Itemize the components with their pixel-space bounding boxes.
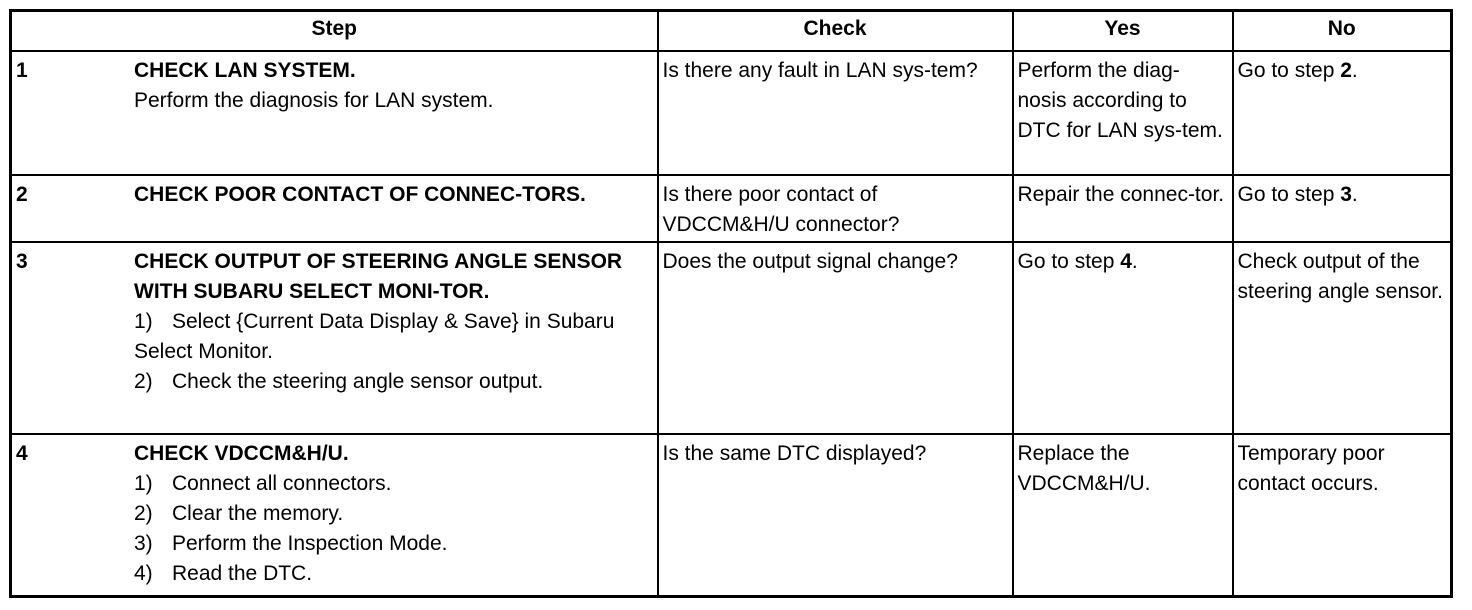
sub-step: 2)Check the steering angle sensor output…: [134, 370, 544, 393]
check-cell: Is there any fault in LAN sys-tem?: [656, 50, 1014, 176]
header-check: Check: [656, 9, 1014, 52]
no-cell: Go to step 3.: [1231, 174, 1453, 243]
table-row: 3 CHECK OUTPUT OF STEERING ANGLE SENSOR …: [9, 241, 1453, 435]
no-cell: Go to step 2.: [1231, 50, 1453, 176]
sub-step: 2)Clear the memory.: [134, 502, 344, 525]
no-end: .: [1351, 183, 1358, 206]
sub-step: 1)Connect all connectors.: [134, 472, 392, 495]
step-ref: 3: [1340, 183, 1352, 206]
diagnostic-table: Step Check Yes No 1 CHECK LAN SYSTEM. Pe…: [9, 9, 1453, 598]
yes-end: .: [1131, 250, 1138, 273]
yes-cell: Perform the diag-nosis according to DTC …: [1011, 50, 1234, 176]
step-cell: 2 CHECK POOR CONTACT OF CONNEC-TORS.: [9, 174, 659, 243]
table-row: 1 CHECK LAN SYSTEM. Perform the diagnosi…: [9, 50, 1453, 176]
check-cell: Is the same DTC displayed?: [656, 433, 1014, 597]
step-number: 2: [16, 183, 28, 206]
sub-step: 3)Perform the Inspection Mode.: [134, 532, 448, 555]
step-number: 3: [16, 250, 28, 273]
no-text: Go to step: [1237, 183, 1341, 206]
step-title: CHECK LAN SYSTEM.: [134, 59, 356, 82]
no-cell: Temporary poor contact occurs.: [1231, 433, 1453, 597]
header-yes: Yes: [1011, 9, 1234, 52]
step-title: CHECK POOR CONTACT OF CONNEC-TORS.: [134, 183, 586, 206]
step-text: Perform the diagnosis for LAN system.: [134, 89, 494, 112]
yes-text: Go to step: [1017, 250, 1121, 273]
check-cell: Does the output signal change?: [656, 241, 1014, 435]
header-row: Step Check Yes No: [9, 9, 1453, 52]
header-no: No: [1231, 9, 1453, 52]
table-row: 4 CHECK VDCCM&H/U. 1)Connect all connect…: [9, 433, 1453, 597]
step-title: CHECK VDCCM&H/U.: [134, 442, 349, 465]
table-row: 2 CHECK POOR CONTACT OF CONNEC-TORS. Is …: [9, 174, 1453, 243]
step-ref: 4: [1120, 250, 1132, 273]
yes-cell: Replace the VDCCM&H/U.: [1011, 433, 1234, 597]
step-title: CHECK OUTPUT OF STEERING ANGLE SENSOR WI…: [134, 250, 623, 303]
yes-cell: Repair the connec-tor.: [1011, 174, 1234, 243]
sub-step: 1)Select {Current Data Display & Save} i…: [134, 310, 615, 363]
step-cell: 3 CHECK OUTPUT OF STEERING ANGLE SENSOR …: [9, 241, 659, 435]
step-cell: 1 CHECK LAN SYSTEM. Perform the diagnosi…: [9, 50, 659, 176]
check-cell: Is there poor contact of VDCCM&H/U conne…: [656, 174, 1014, 243]
step-number: 1: [16, 59, 28, 82]
step-ref: 2: [1340, 59, 1352, 82]
sub-step: 4)Read the DTC.: [134, 562, 313, 585]
step-number: 4: [16, 442, 28, 465]
no-end: .: [1351, 59, 1358, 82]
yes-cell: Go to step 4.: [1011, 241, 1234, 435]
step-cell: 4 CHECK VDCCM&H/U. 1)Connect all connect…: [9, 433, 659, 597]
no-text: Go to step: [1237, 59, 1341, 82]
header-step: Step: [9, 9, 659, 52]
no-cell: Check output of the steering angle senso…: [1231, 241, 1453, 435]
